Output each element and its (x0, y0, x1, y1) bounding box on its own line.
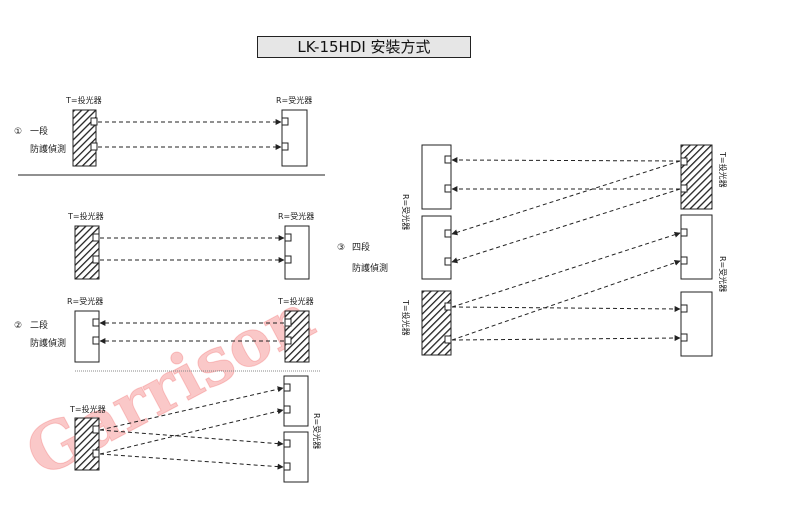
lens (444, 302, 452, 311)
section-two-stage: T=投光器 R=受光器 R=受光器 T=投光器 ② 二段 防護偵測 (14, 211, 322, 483)
lens (680, 304, 688, 313)
lens (92, 336, 100, 345)
receiver-unit (680, 214, 713, 280)
beam-arrow (451, 157, 681, 164)
transmitter-label: T=投光器 (277, 296, 314, 306)
section-marker: ③ (337, 243, 345, 253)
lens (680, 228, 688, 237)
receiver-label: R=受光器 (718, 256, 728, 292)
lens (284, 318, 292, 327)
section-subtitle: 防護偵測 (352, 262, 388, 274)
beam-arrow (451, 305, 681, 312)
transmitter-unit (680, 144, 713, 210)
section-marker: ② (14, 321, 22, 331)
beam-arrow (451, 188, 681, 264)
lens (444, 257, 452, 266)
section-name: 二段 (30, 319, 48, 331)
transmitter-label: T=投光器 (401, 299, 411, 336)
beam-arrow (99, 453, 284, 470)
lens (680, 157, 688, 166)
page-title: LK-15HDI 安裝方式 (257, 36, 471, 58)
beam-arrow (451, 259, 681, 341)
section-name: 一段 (30, 125, 48, 137)
beam-arrow (451, 335, 681, 342)
lens (444, 155, 452, 164)
lens (284, 233, 292, 242)
receiver-unit (680, 291, 713, 357)
transmitter-label: T=投光器 (69, 404, 106, 414)
beam-arrow (451, 231, 681, 308)
section-subtitle: 防護偵測 (30, 337, 66, 349)
lens (444, 184, 452, 193)
transmitter-label: T=投光器 (718, 151, 728, 188)
lens (680, 333, 688, 342)
receiver-label: R=受光器 (401, 194, 411, 230)
beam-arrow (99, 429, 284, 447)
beam-arrow (99, 386, 284, 431)
receiver-unit (421, 144, 452, 210)
receiver-label: R=受光器 (312, 413, 322, 449)
lens (90, 142, 98, 151)
section-subtitle: 防護偵測 (30, 143, 66, 155)
receiver-label: R=受光器 (276, 95, 312, 105)
beam-arrow (451, 160, 681, 236)
transmitter-unit (421, 290, 452, 356)
lens (92, 318, 100, 327)
lens (680, 256, 688, 265)
section-four-stage: ③ 四段 防護偵測 R=受光器 T=投光器 T=投光器 (337, 144, 728, 357)
lens (92, 255, 100, 264)
lens (284, 255, 292, 264)
lens (283, 439, 291, 448)
lens (281, 142, 289, 151)
lens (90, 117, 98, 126)
lens (680, 184, 688, 193)
lens (281, 117, 289, 126)
transmitter-unit (72, 109, 97, 167)
section-one-stage: T=投光器 R=受光器 ① 一段 防護偵測 (14, 95, 325, 176)
receiver-label: R=受光器 (278, 211, 314, 221)
transmitter-label: T=投光器 (65, 95, 102, 105)
section-marker: ① (14, 127, 22, 137)
lens (444, 335, 452, 344)
lens (284, 336, 292, 345)
lens (444, 229, 452, 238)
transmitter-label: T=投光器 (67, 211, 104, 221)
receiver-unit (421, 215, 452, 280)
lens (283, 405, 291, 414)
lens (92, 425, 100, 434)
section-name: 四段 (352, 241, 370, 253)
lens (283, 383, 291, 392)
receiver-label: R=受光器 (67, 296, 103, 306)
lens (283, 462, 291, 471)
watermark-text: Garrison (14, 279, 326, 492)
lens (92, 449, 100, 458)
lens (92, 233, 100, 242)
beam-arrow (99, 408, 284, 455)
